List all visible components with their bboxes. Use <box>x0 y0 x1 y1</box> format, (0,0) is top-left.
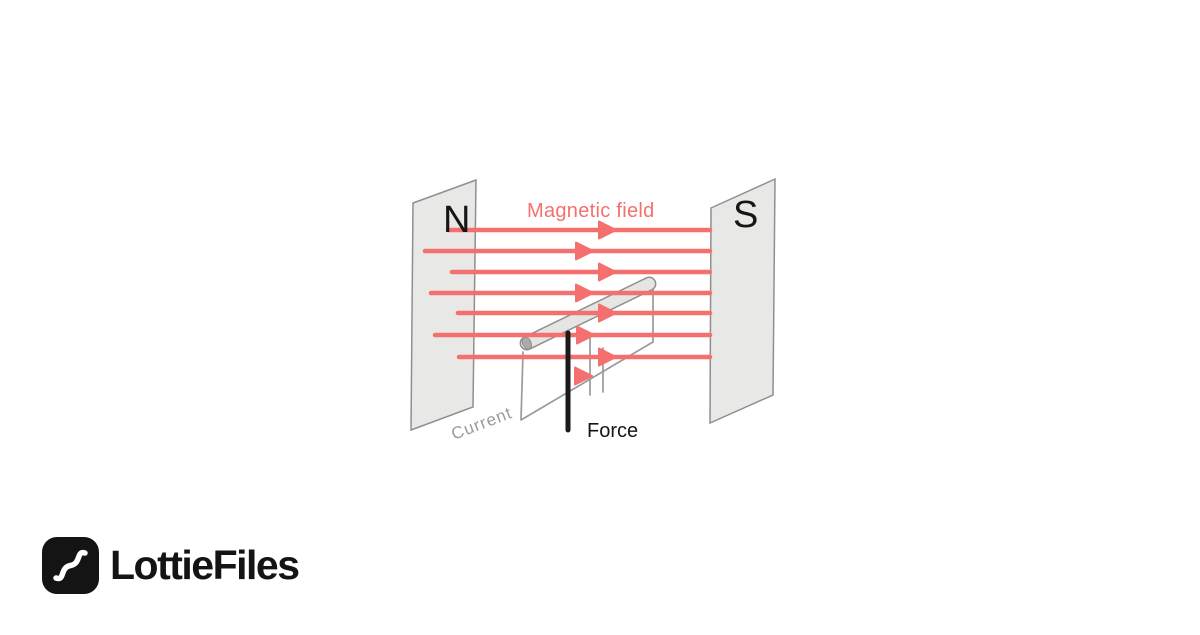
field-arrowheads <box>574 220 617 386</box>
force-label: Force <box>587 420 638 442</box>
south-pole-plate <box>709 177 776 425</box>
south-pole-label: S <box>733 194 758 236</box>
magnetic-field-label: Magnetic field <box>527 200 655 222</box>
field-arrow-icon-7 <box>598 347 617 367</box>
field-lines <box>422 227 713 360</box>
field-arrow-icon-2 <box>575 241 594 261</box>
field-arrow-icon-1 <box>598 220 617 240</box>
field-arrow-icon-3 <box>598 262 617 282</box>
lottiefiles-wordmark: LottieFiles <box>110 542 300 588</box>
lottiefiles-logo-icon <box>42 537 99 594</box>
field-arrow-icon-8 <box>574 366 593 386</box>
conductor-rod-end-cap <box>521 336 533 350</box>
field-arrow-icon-5 <box>598 303 617 323</box>
north-pole-plate <box>410 178 477 432</box>
lottie-swoosh-icon <box>53 549 88 582</box>
field-arrow-icon-6 <box>576 325 595 345</box>
lottiefiles-branding: LottieFiles <box>42 537 300 594</box>
field-arrow-icon-4 <box>575 283 594 303</box>
north-pole-label: N <box>443 199 470 241</box>
